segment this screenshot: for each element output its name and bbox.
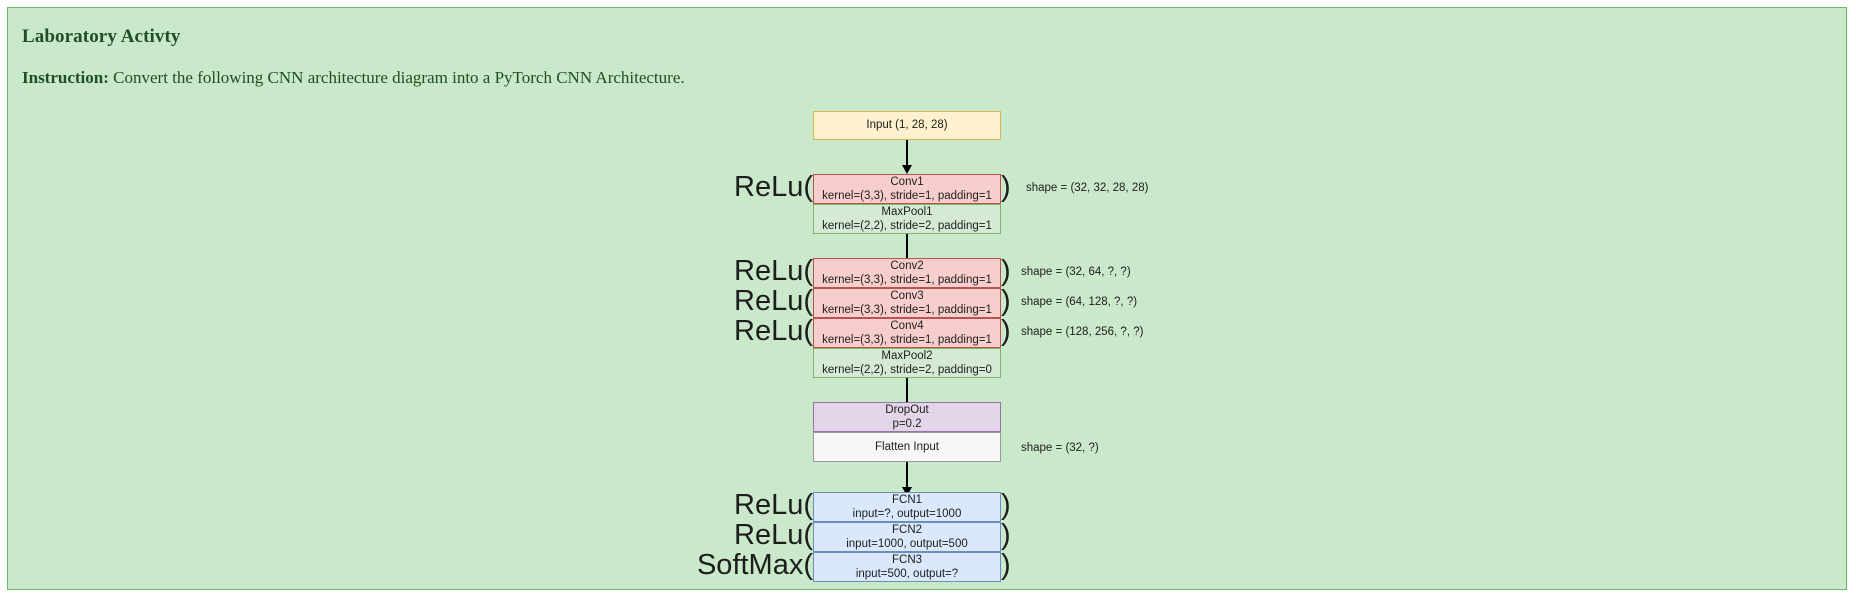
node-conv3-title: Conv3: [890, 289, 924, 302]
diagram-node-input[interactable]: Input (1, 28, 28): [813, 111, 1001, 140]
shape-note-flatten: shape = (32, ?): [1021, 442, 1099, 454]
arrow-maxpool2-to-dropout: [902, 378, 912, 412]
node-dropout-subtitle: p=0.2: [892, 418, 922, 430]
shape-note-conv1: shape = (32, 32, 28, 28): [1026, 182, 1149, 194]
arrow-maxpool1-to-conv2: [902, 234, 912, 268]
activation-close-fcn1: ): [1001, 489, 1011, 521]
instruction-line: Instruction: Convert the following CNN a…: [22, 68, 685, 88]
activation-close-fcn3: ): [1001, 549, 1011, 581]
shape-note-conv2: shape = (32, 64, ?, ?): [1021, 266, 1131, 278]
node-maxpool1-title: MaxPool1: [881, 205, 933, 218]
node-conv2-title: Conv2: [890, 259, 924, 272]
node-conv3-subtitle: kernel=(3,3), stride=1, padding=1: [822, 304, 992, 316]
arrow-input-to-conv1: [902, 140, 912, 174]
node-fcn2-subtitle: input=1000, output=500: [846, 538, 968, 550]
node-conv4-subtitle: kernel=(3,3), stride=1, padding=1: [822, 334, 992, 346]
diagram-node-conv3[interactable]: Conv3 kernel=(3,3), stride=1, padding=1: [813, 288, 1001, 318]
diagram-node-maxpool1[interactable]: MaxPool1 kernel=(2,2), stride=2, padding…: [813, 204, 1001, 234]
node-conv1-title: Conv1: [890, 175, 924, 188]
diagram-node-fcn1[interactable]: FCN1 input=?, output=1000: [813, 492, 1001, 522]
activation-close-conv4: ): [1001, 315, 1011, 347]
diagram-node-conv1[interactable]: Conv1 kernel=(3,3), stride=1, padding=1: [813, 174, 1001, 204]
instruction-label: Instruction:: [22, 68, 114, 87]
node-fcn3-subtitle: input=500, output=?: [855, 568, 959, 580]
node-fcn1-subtitle: input=?, output=1000: [852, 508, 962, 520]
shape-note-conv3: shape = (64, 128, ?, ?): [1021, 296, 1138, 308]
node-maxpool1-subtitle: kernel=(2,2), stride=2, padding=1: [822, 220, 992, 232]
diagram-node-conv4[interactable]: Conv4 kernel=(3,3), stride=1, padding=1: [813, 318, 1001, 348]
node-maxpool2-title: MaxPool2: [881, 349, 933, 362]
node-conv4-title: Conv4: [890, 319, 924, 332]
diagram-node-fcn2[interactable]: FCN2 input=1000, output=500: [813, 522, 1001, 552]
activation-close-conv2: ): [1001, 255, 1011, 287]
shape-note-conv4: shape = (128, 256, ?, ?): [1021, 326, 1144, 338]
activation-open-conv2: ReLu(: [734, 255, 813, 287]
activation-open-fcn1: ReLu(: [734, 489, 813, 521]
node-input-title: Input (1, 28, 28): [866, 119, 948, 132]
diagram-node-dropout[interactable]: DropOut p=0.2: [813, 402, 1001, 432]
activation-open-fcn2: ReLu(: [734, 519, 813, 551]
activation-open-fcn3: SoftMax(: [696, 549, 813, 581]
page-title: Laboratory Activty: [22, 26, 181, 47]
node-fcn2-title: FCN2: [891, 523, 923, 536]
cnn-architecture-diagram: Input (1, 28, 28) Conv1 kernel=(3,3), st…: [8, 8, 1848, 591]
activation-open-conv3: ReLu(: [734, 285, 813, 317]
arrow-flatten-to-fcn1: [902, 462, 912, 496]
node-flatten-title: Flatten Input: [875, 440, 939, 453]
node-conv2-subtitle: kernel=(3,3), stride=1, padding=1: [822, 274, 992, 286]
diagram-node-maxpool2[interactable]: MaxPool2 kernel=(2,2), stride=2, padding…: [813, 348, 1001, 378]
activation-open-conv1: ReLu(: [734, 171, 813, 203]
activation-open-conv4: ReLu(: [734, 315, 813, 347]
activation-close-conv3: ): [1001, 285, 1011, 317]
diagram-node-flatten[interactable]: Flatten Input: [813, 432, 1001, 462]
laboratory-activity-panel: Laboratory Activty Instruction: Convert …: [7, 7, 1847, 590]
node-maxpool2-subtitle: kernel=(2,2), stride=2, padding=0: [822, 364, 992, 376]
diagram-node-conv2[interactable]: Conv2 kernel=(3,3), stride=1, padding=1: [813, 258, 1001, 288]
instruction-text: Convert the following CNN architecture d…: [113, 68, 685, 87]
activation-close-conv1: ): [1001, 171, 1011, 203]
node-dropout-title: DropOut: [885, 403, 929, 416]
activation-close-fcn2: ): [1001, 519, 1011, 551]
diagram-node-fcn3[interactable]: FCN3 input=500, output=?: [813, 552, 1001, 582]
node-fcn1-title: FCN1: [891, 493, 923, 506]
node-fcn3-title: FCN3: [891, 553, 923, 566]
node-conv1-subtitle: kernel=(3,3), stride=1, padding=1: [822, 190, 992, 202]
